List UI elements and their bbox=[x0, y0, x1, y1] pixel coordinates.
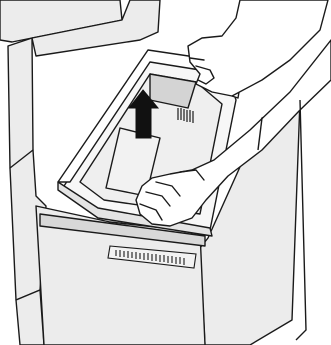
left-door-edge bbox=[8, 38, 33, 168]
lower-door-panel bbox=[16, 290, 44, 345]
